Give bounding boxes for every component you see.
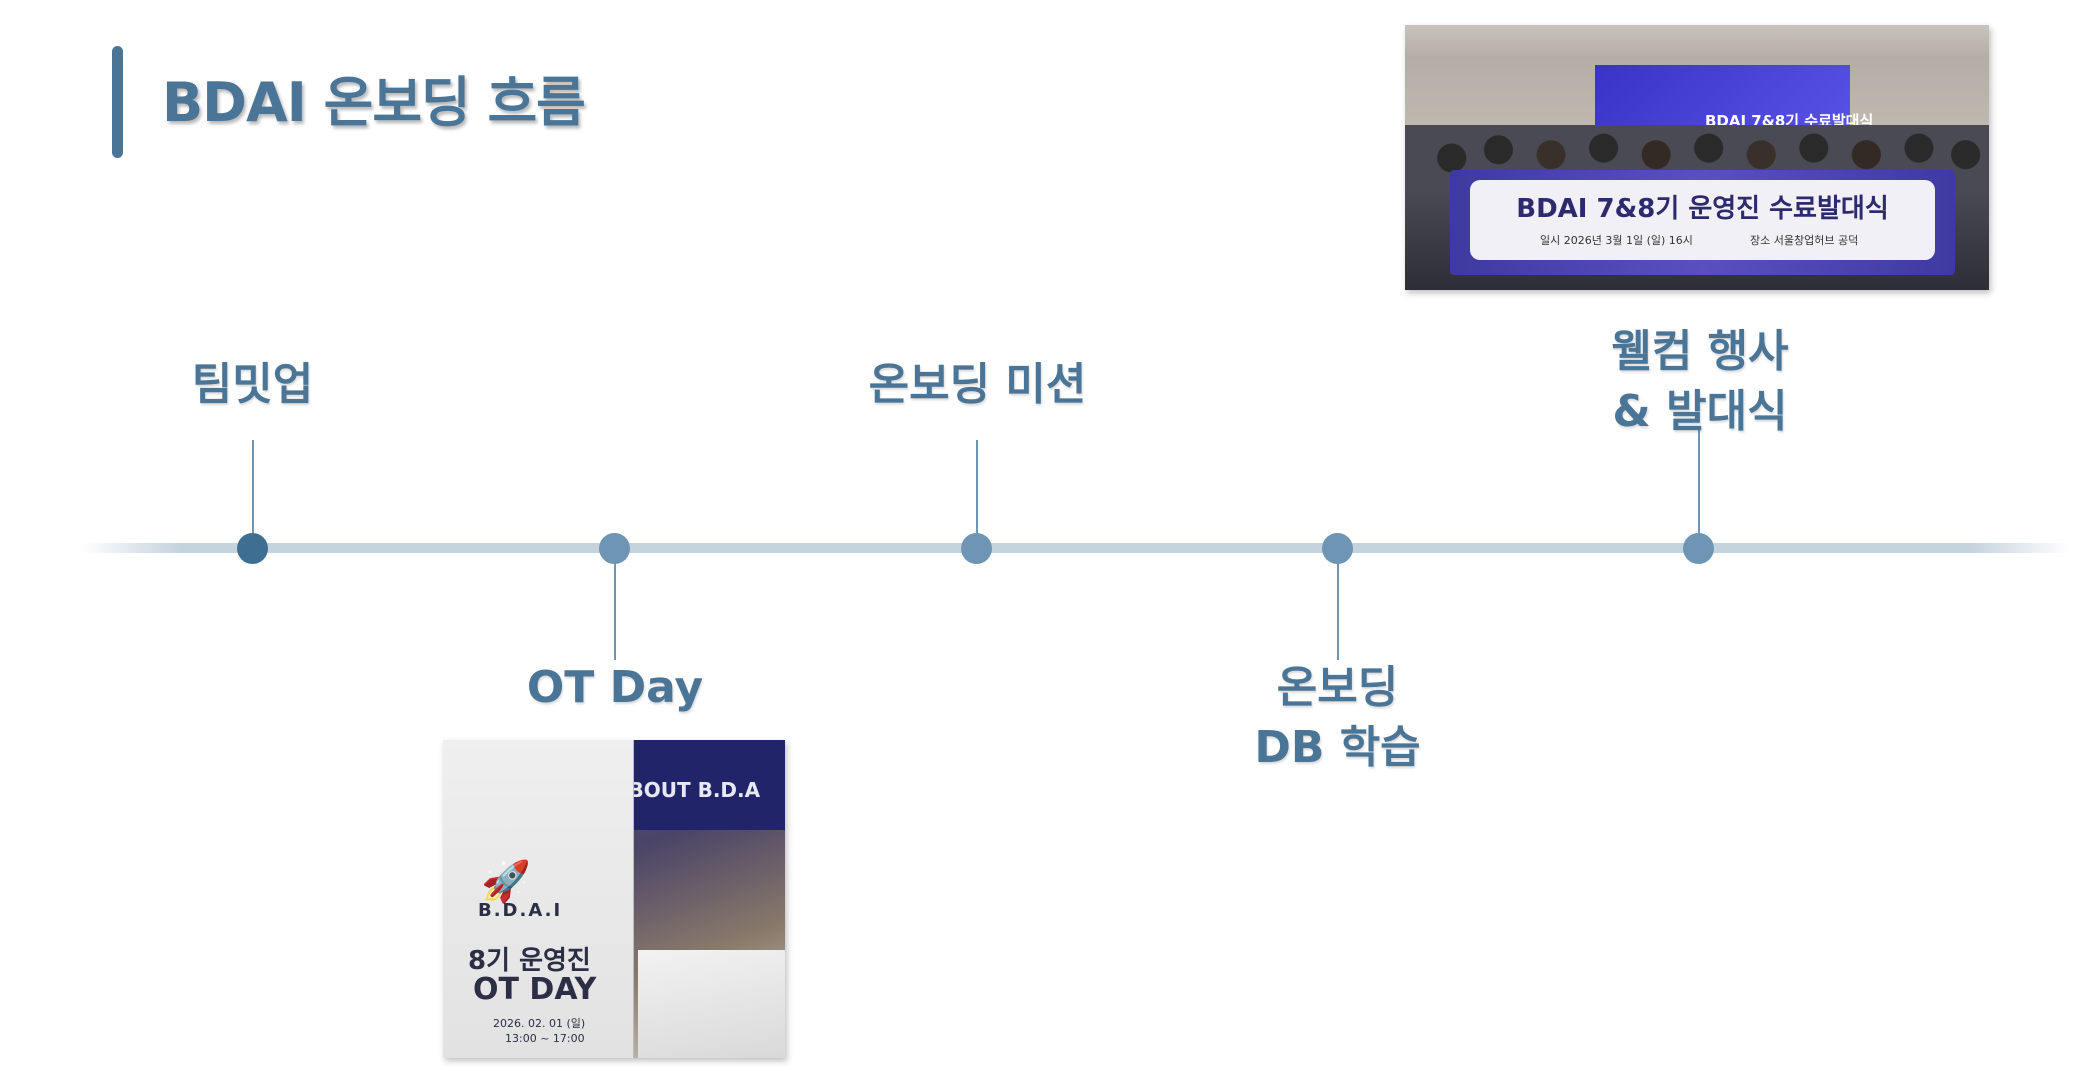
- timeline-dot-1: [237, 533, 268, 564]
- ceremony-banner-place: 장소 서울창업허브 공덕: [1750, 234, 1859, 247]
- timeline-dot-3: [961, 533, 992, 564]
- title-accent-bar: [112, 46, 123, 158]
- timeline-stem-4: [1337, 560, 1339, 660]
- otday-booklet: 🚀 B.D.A.I 8기 운영진 OT DAY 2026. 02. 01 (일)…: [443, 740, 634, 1058]
- otday-gen-text: 8기 운영진: [468, 946, 591, 976]
- milestone-label-2: OT Day: [526, 662, 704, 713]
- milestone-label-1: 팀밋업: [191, 359, 314, 410]
- rocket-logo-icon: 🚀: [481, 859, 531, 905]
- otday-photo: ABOUT B.D.A 🚀 B.D.A.I 8기 운영진 OT DAY 2026…: [443, 740, 785, 1058]
- milestone-label-5-line2: & 발대식: [1612, 386, 1788, 437]
- ceremony-banner: BDAI 7&8기 운영진 수료발대식 일시 2026년 3월 1일 (일) 1…: [1450, 170, 1955, 275]
- timeline-dot-4: [1322, 533, 1353, 564]
- ceremony-banner-panel: BDAI 7&8기 운영진 수료발대식 일시 2026년 3월 1일 (일) 1…: [1470, 180, 1935, 260]
- otday-time-text: 13:00 ~ 17:00: [505, 1032, 585, 1045]
- page-title: BDAI 온보딩 흐름: [162, 71, 586, 134]
- timeline-stem-3: [976, 440, 978, 550]
- milestone-label-4: 온보딩 DB 학습: [1230, 658, 1445, 778]
- timeline-stem-5: [1698, 430, 1700, 550]
- milestone-label-5: 웰컴 행사 & 발대식: [1585, 322, 1815, 442]
- otday-event-text: OT DAY: [473, 972, 597, 1007]
- timeline-stem-2: [614, 560, 616, 660]
- timeline-line: [80, 543, 2070, 553]
- milestone-label-4-line1: 온보딩: [1276, 662, 1399, 713]
- milestone-label-3: 온보딩 미션: [868, 359, 1087, 410]
- milestone-label-5-line1: 웰컴 행사: [1611, 326, 1789, 377]
- milestone-label-4-line2: DB 학습: [1254, 722, 1421, 773]
- otday-papers: [638, 950, 785, 1058]
- ceremony-photo: BDAI 7&8기 수료발대식 BDAI 7&8기 운영진 수료발대식 일시 2…: [1405, 25, 1989, 290]
- timeline-dot-2: [599, 533, 630, 564]
- otday-logo-text: B.D.A.I: [478, 900, 563, 921]
- ceremony-banner-date: 일시 2026년 3월 1일 (일) 16시: [1540, 234, 1693, 247]
- otday-date-text: 2026. 02. 01 (일): [493, 1017, 586, 1030]
- timeline-stem-1: [252, 440, 254, 550]
- ceremony-banner-title: BDAI 7&8기 운영진 수료발대식: [1516, 194, 1889, 224]
- timeline-dot-5: [1683, 533, 1714, 564]
- otday-strip-text: ABOUT B.D.A: [613, 778, 761, 802]
